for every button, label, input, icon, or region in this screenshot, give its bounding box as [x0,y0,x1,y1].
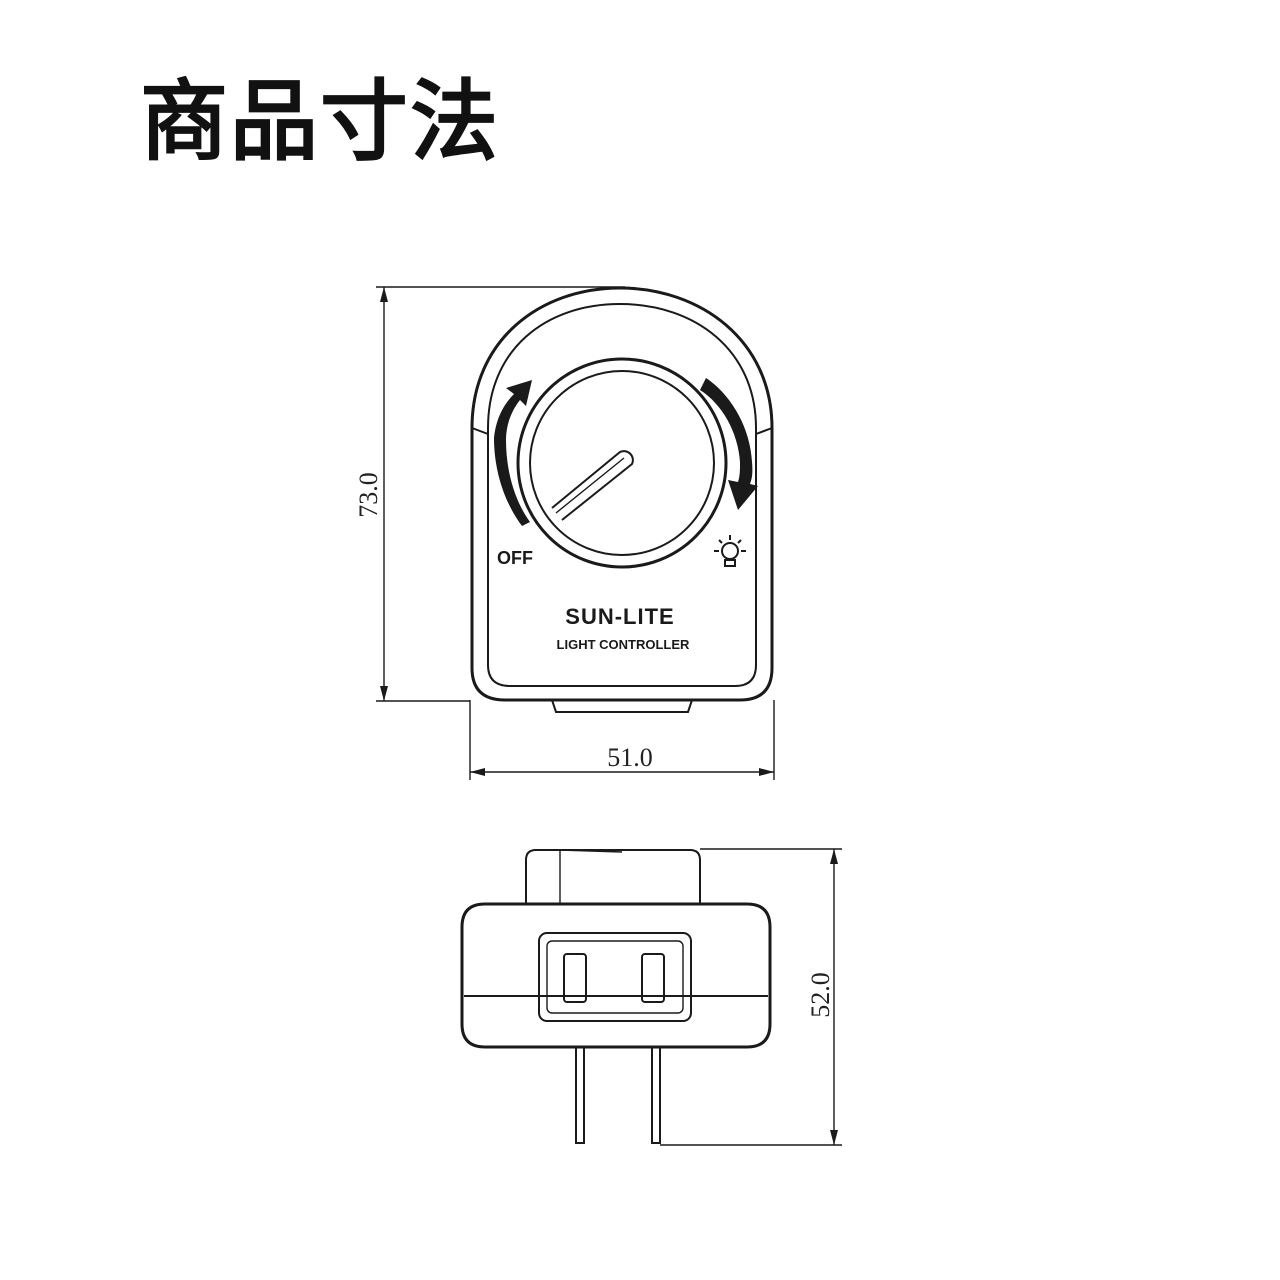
shoulder-right [755,427,773,435]
depth-dimension: 52.0 [660,848,842,1146]
light-bulb-icon [714,535,746,567]
depth-value: 52.0 [806,972,835,1018]
front-view: OFF SUN-LITE LIGHT CONTROLLER [470,286,774,713]
height-value: 73.0 [354,472,383,518]
housing-outer [470,286,774,702]
prong-right [651,1046,661,1144]
brand-label: SUN-LITE [565,604,674,629]
brand-subtitle: LIGHT CONTROLLER [557,637,690,652]
shoulder-left [471,427,489,435]
dial-inner-ring [529,370,715,556]
off-label: OFF [497,548,533,568]
height-dimension: 73.0 [354,286,625,702]
width-dimension: 51.0 [469,700,775,780]
outlet-slot-left [563,953,587,1003]
outlet-frame [538,932,692,1022]
bottom-view [460,849,772,1144]
arrow-left-icon [494,380,532,526]
page-title: 商品寸法 [140,70,501,173]
dial-pointer [551,450,634,521]
knob-flat [559,849,623,853]
outlet-frame-inner [546,940,684,1014]
arrow-right-icon [700,378,758,510]
bottom-tab [551,699,693,713]
dial-pointer-inner [555,457,625,514]
prong-left [575,1046,585,1144]
body-outline [460,902,772,1049]
knob-profile [525,849,701,904]
housing-inner [487,302,757,687]
width-value: 51.0 [607,743,653,772]
dial-outer-ring [516,357,728,569]
outlet-slot-right [641,953,665,1003]
